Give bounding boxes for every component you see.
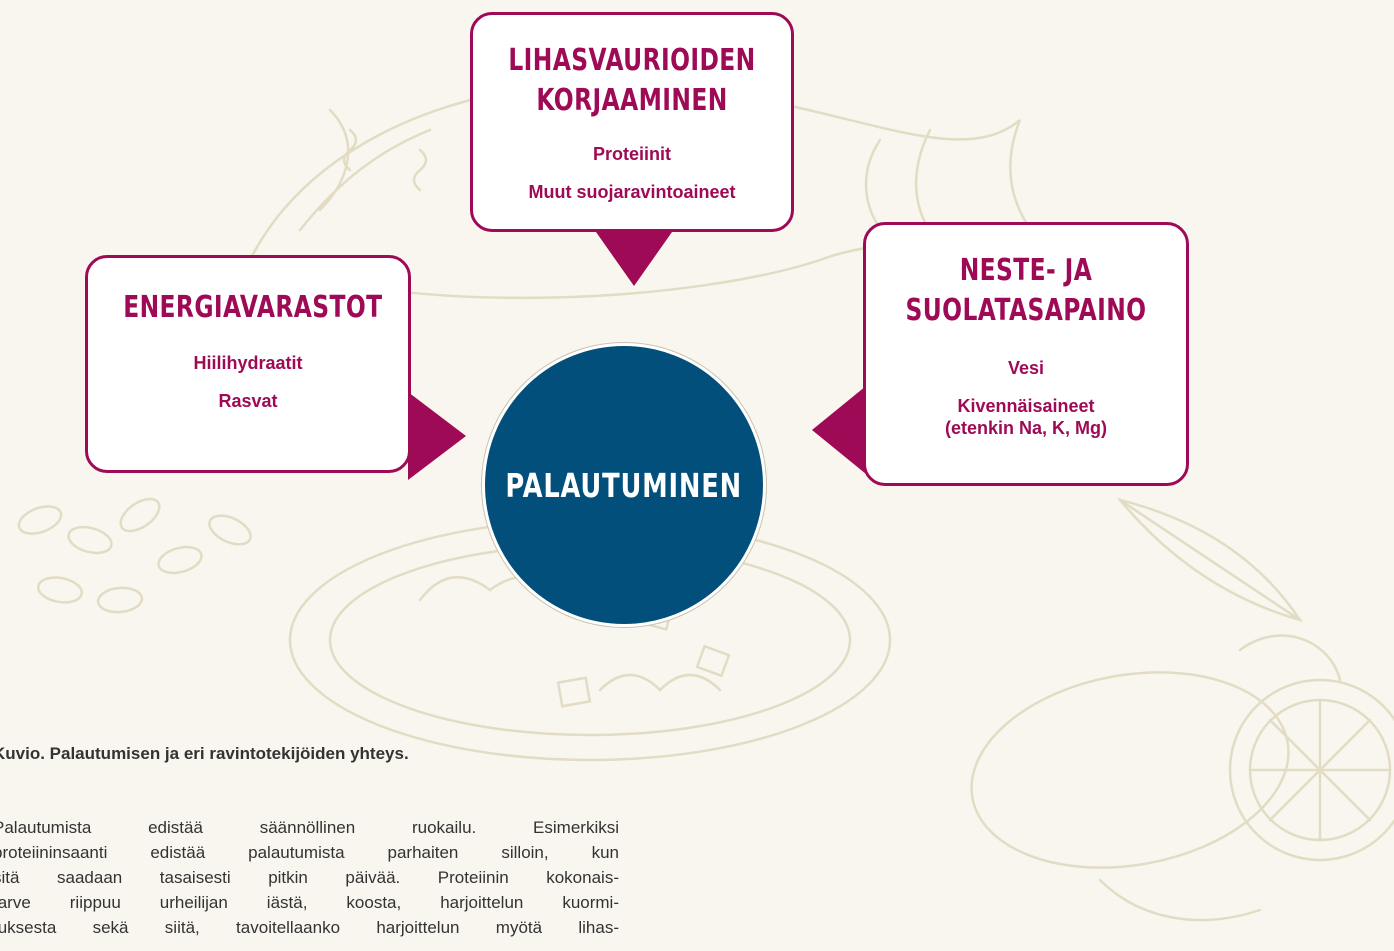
energy-card-item: Rasvat: [218, 391, 278, 411]
body-line: sitä saadaan tasaisesti pitkin päivää. P…: [0, 868, 619, 887]
fluid-card-pointer: [812, 386, 866, 474]
energy-card-title: ENERGIAVARASTOT: [123, 290, 383, 325]
fluid-card-item: Kivennäisaineet: [957, 396, 1095, 416]
energy-card-pointer: [408, 392, 466, 480]
fluid-card-item: Vesi: [1007, 358, 1045, 378]
energy-stores-card: ENERGIAVARASTOT Hiilihydraatit Rasvat: [85, 255, 411, 473]
muscle-card-title-line-1: LIHASVAURIOIDEN: [508, 43, 756, 78]
fluid-balance-card: NESTE- JA SUOLATASAPAINO Vesi Kivennäisa…: [863, 222, 1189, 486]
figure-caption: Kuvio. Palautumisen ja eri ravintotekijö…: [0, 744, 409, 763]
hub-label: PALAUTUMINEN: [505, 465, 743, 505]
muscle-card-title-line-2: KORJAAMINEN: [536, 83, 728, 118]
fluid-card-title-line-2: SUOLATASAPAINO: [905, 293, 1147, 328]
body-line: Palautumista edistää säännöllinen ruokai…: [0, 818, 619, 837]
body-line: tarve riippuu urheilijan iästä, koosta, …: [0, 893, 619, 912]
recovery-hub: PALAUTUMINEN: [482, 343, 766, 627]
fluid-card-title-line-1: NESTE- JA: [959, 253, 1093, 288]
muscle-repair-card: LIHASVAURIOIDEN KORJAAMINEN Proteiinit M…: [470, 12, 794, 232]
body-line: tuksesta sekä siitä, tavoitellaanko harj…: [0, 918, 619, 937]
muscle-card-item: Proteiinit: [592, 144, 671, 164]
fluid-card-item: (etenkin Na, K, Mg): [944, 418, 1107, 438]
body-paragraph: Palautumista edistää säännöllinen ruokai…: [0, 815, 619, 940]
muscle-card-item: Muut suojaravintoaineet: [528, 182, 736, 202]
body-line: proteiininsaanti edistää palautumista pa…: [0, 843, 619, 862]
muscle-card-pointer: [596, 232, 672, 286]
energy-card-item: Hiilihydraatit: [193, 353, 303, 373]
